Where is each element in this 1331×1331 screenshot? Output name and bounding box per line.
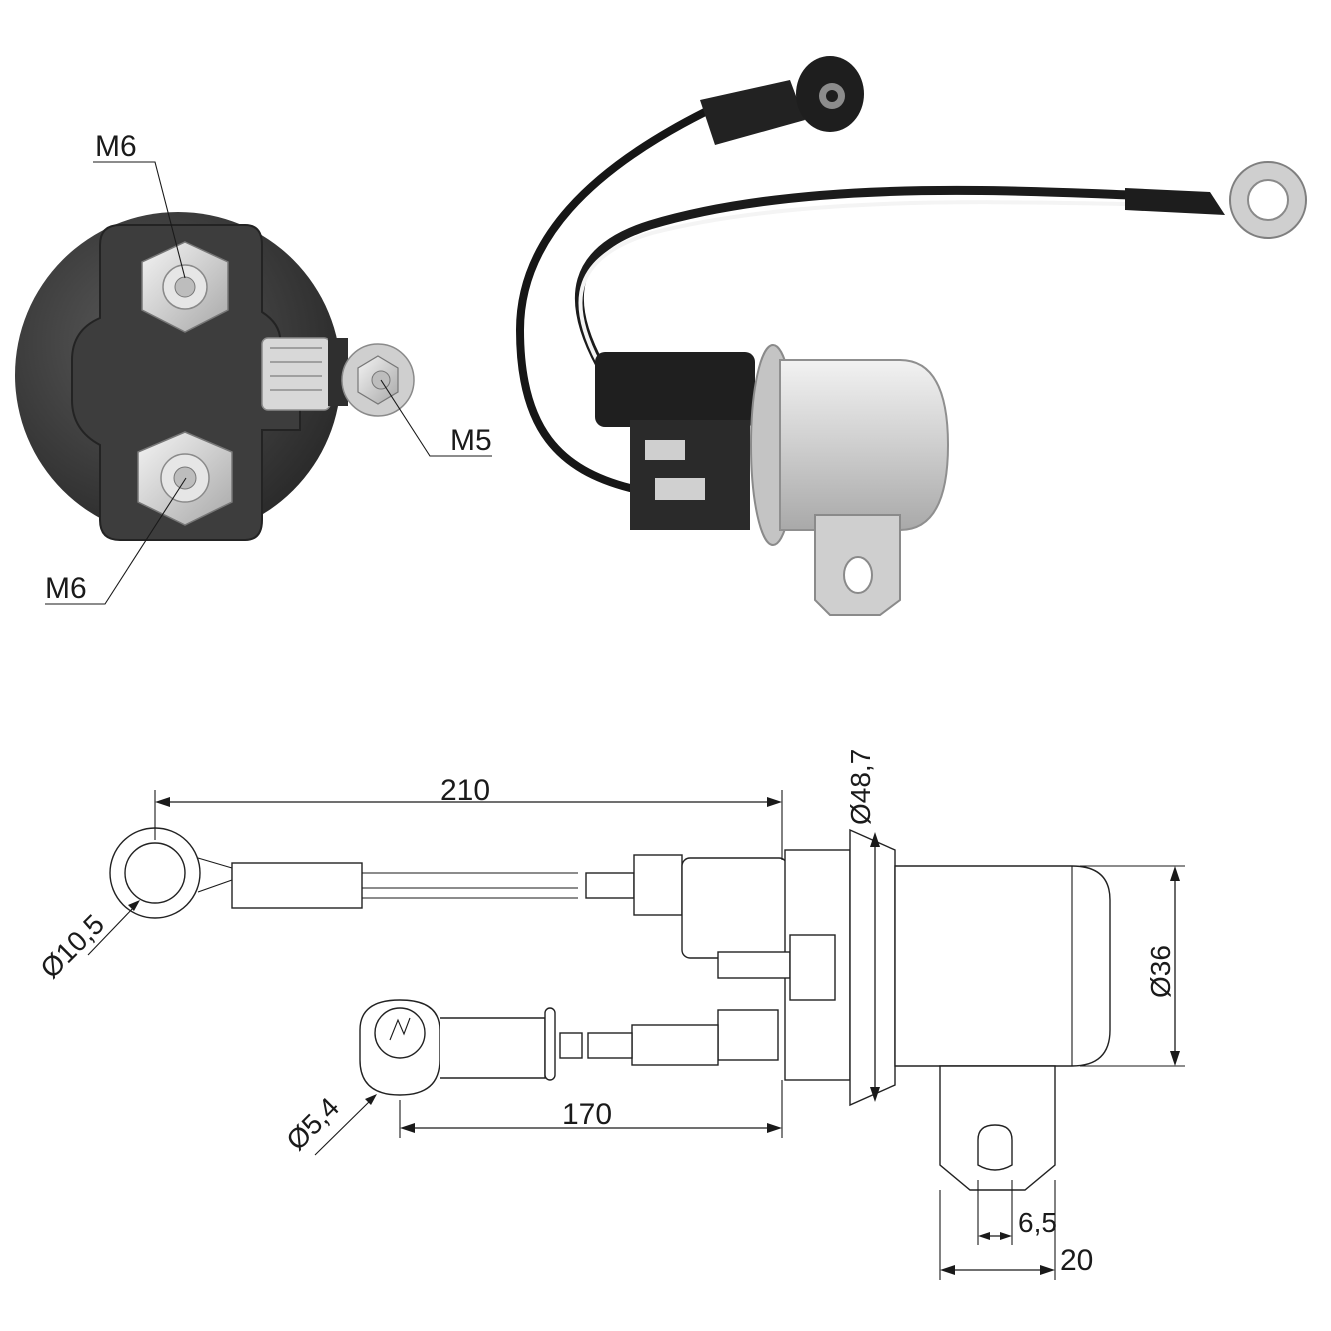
technical-drawing: 210 170 Ø48,7 Ø36 Ø10,5 Ø5,4 6,5: [34, 749, 1185, 1280]
drawing-flange: [849, 828, 896, 1107]
dim-5-4: Ø5,4: [280, 1091, 345, 1156]
label-m6-bottom: M6: [45, 572, 87, 605]
dim-6-5: 6,5: [1018, 1207, 1057, 1238]
connector-block: [595, 352, 755, 427]
terminal-boss: [71, 224, 301, 541]
end-view: M6 M6 M5: [15, 130, 492, 605]
dim-210: 210: [440, 774, 490, 807]
black-wire-sleeve: [700, 80, 805, 145]
can-body: [779, 359, 950, 531]
dim-10-5: Ø10,5: [34, 908, 110, 984]
leader-m5: [380, 379, 492, 457]
dim-170: 170: [562, 1098, 612, 1131]
dim-48-7: Ø48,7: [845, 749, 876, 825]
label-m6-top: M6: [95, 130, 137, 163]
product-photo: [515, 56, 1307, 616]
leader-m6-bottom: [45, 477, 187, 605]
black-wire: [515, 108, 707, 492]
drawing-can: [894, 865, 1111, 1067]
dim-36: Ø36: [1145, 945, 1176, 998]
dim-20: 20: [1060, 1244, 1093, 1277]
twin-wire-sleeve: [1125, 188, 1225, 215]
leader-m6-top: [93, 161, 186, 279]
twin-wire: [574, 185, 1131, 368]
label-m5: M5: [450, 424, 492, 457]
